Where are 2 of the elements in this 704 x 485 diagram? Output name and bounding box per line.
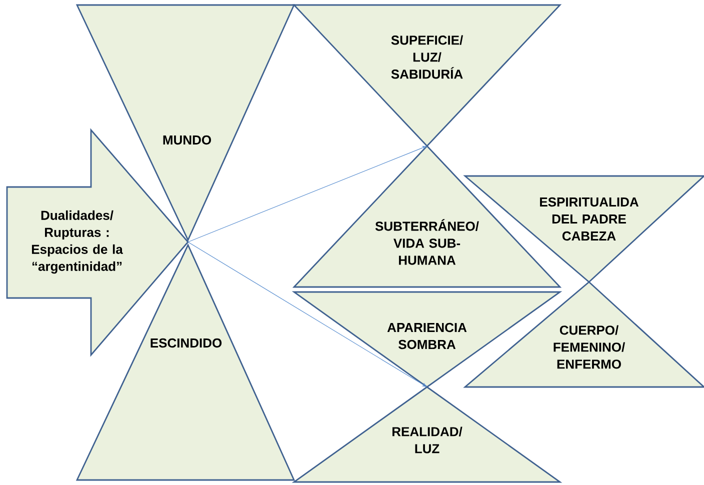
arrow xyxy=(188,242,427,387)
arrow xyxy=(188,146,427,242)
